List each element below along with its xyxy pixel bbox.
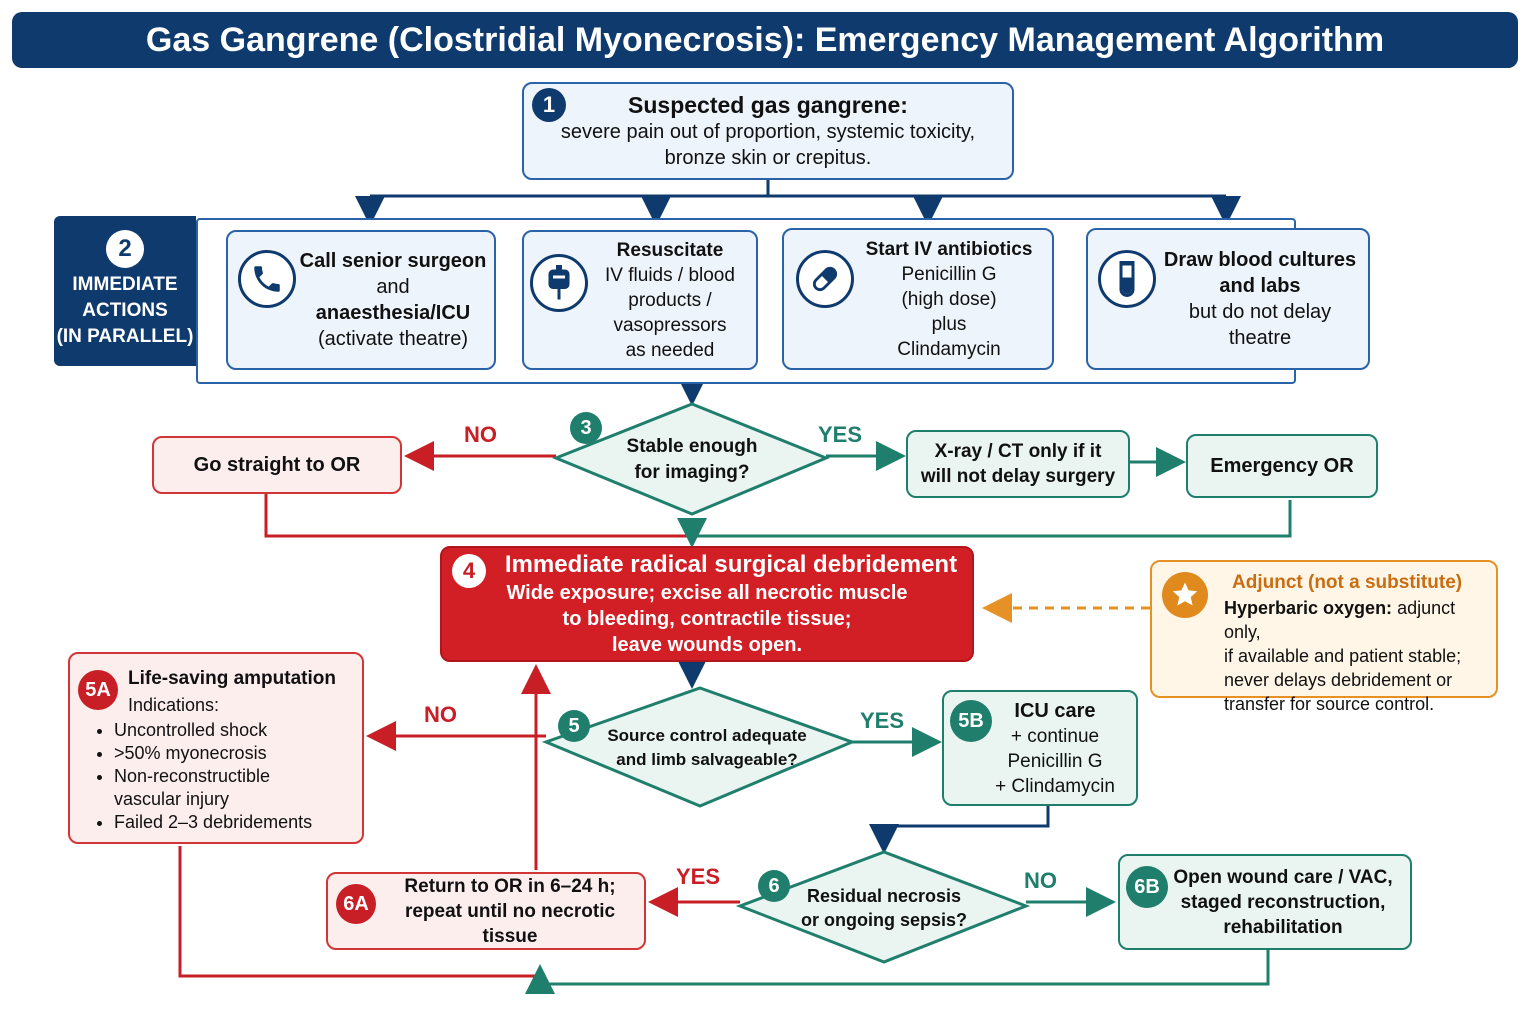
- step3-question: Stable enough for imaging?: [600, 434, 784, 486]
- wound-care-line1: Open wound care / VAC,: [1173, 866, 1393, 888]
- action1-line2: and: [376, 276, 410, 298]
- debridement-line2: to bleeding, contractile tissue;: [562, 608, 852, 630]
- step2-label-line3: (IN PARALLEL): [56, 326, 194, 347]
- step2-badge: 2: [106, 230, 144, 268]
- wound-care-line3: rehabilitation: [1223, 916, 1343, 938]
- imaging-box: X-ray / CT only if it will not delay sur…: [906, 430, 1130, 498]
- step6-no-label: NO: [1024, 868, 1057, 893]
- step5-question-line2: and limb salvageable?: [616, 750, 798, 769]
- step4-badge: 4: [452, 554, 486, 588]
- imaging-line2: will not delay surgery: [920, 466, 1116, 487]
- action3-line1: Start IV antibiotics: [865, 238, 1033, 260]
- debridement-line3: leave wounds open.: [611, 634, 803, 656]
- step3-no-label: NO: [464, 422, 497, 447]
- step5b-badge: 5B: [950, 700, 992, 742]
- action4-line4: theatre: [1228, 327, 1292, 349]
- action1-line3: anaesthesia/ICU: [315, 302, 471, 324]
- debridement-heading: Immediate radical surgical debridement: [504, 551, 958, 578]
- step2-label-line1: IMMEDIATE: [72, 274, 178, 295]
- step2-label-line2: ACTIONS: [82, 300, 168, 321]
- star-icon: [1162, 572, 1208, 618]
- step1-text-line2: bronze skin or crepitus.: [664, 147, 872, 169]
- action4-line2: and labs: [1219, 275, 1301, 297]
- amputation-indications-label: Indications:: [128, 695, 220, 715]
- icu-line4: + Clindamycin: [995, 775, 1115, 797]
- icu-care-box: ICU care + continue Penicillin G + Clind…: [942, 690, 1138, 806]
- action3-line4: plus: [931, 313, 967, 335]
- adjunct-bold-label: Hyperbaric oxygen:: [1224, 598, 1393, 618]
- decision-diamond-5: [541, 686, 857, 808]
- debridement-line1: Wide exposure; excise all necrotic muscl…: [506, 582, 908, 604]
- step3-badge: 3: [570, 412, 602, 444]
- page-title: Gas Gangrene (Clostridial Myonecrosis): …: [12, 12, 1518, 68]
- wound-care-box: Open wound care / VAC, staged reconstruc…: [1118, 854, 1412, 950]
- action2-line2: IV fluids / blood: [605, 264, 735, 286]
- decision-diamond-3: [551, 402, 830, 516]
- action4-line3: but do not delay: [1188, 301, 1332, 323]
- return-or-line2: repeat until no necrotic tissue: [404, 900, 616, 947]
- amputation-indication-3a: Non-reconstructible: [114, 766, 271, 786]
- amputation-indication-4: Failed 2–3 debridements: [114, 811, 354, 834]
- step1-heading: Suspected gas gangrene:: [628, 92, 908, 118]
- step1-badge: 1: [532, 88, 566, 122]
- step6-question-line1: Residual necrosis: [806, 886, 962, 906]
- step6-yes-label: YES: [676, 864, 721, 889]
- step5a-badge: 5A: [78, 670, 118, 710]
- action3-line2: Penicillin G: [901, 263, 997, 285]
- action3-line5: Clindamycin: [897, 338, 1001, 360]
- amputation-indication-2: >50% myonecrosis: [114, 742, 354, 765]
- amputation-heading: Life-saving amputation: [128, 668, 336, 689]
- icu-line3: Penicillin G: [1007, 750, 1103, 772]
- step6-question: Residual necrosis or ongoing sepsis?: [794, 884, 974, 932]
- immediate-actions-label: 2 IMMEDIATE ACTIONS (IN PARALLEL): [54, 216, 196, 366]
- adjunct-box: Adjunct (not a substitute) Hyperbaric ox…: [1150, 560, 1498, 714]
- amputation-indication-3b: vascular injury: [114, 789, 230, 809]
- capsule-icon: [796, 250, 854, 308]
- action2-line1: Resuscitate: [616, 239, 724, 261]
- action2-line5: as needed: [625, 339, 715, 361]
- adjunct-line3: never delays debridement or: [1224, 670, 1453, 690]
- imaging-line1: X-ray / CT only if it: [934, 441, 1102, 462]
- step1-box: Suspected gas gangrene: severe pain out …: [522, 82, 1014, 180]
- step6-badge: 6: [758, 870, 790, 902]
- action2-line4: vasopressors: [613, 314, 727, 336]
- step3-question-line2: for imaging?: [634, 462, 750, 483]
- test-tube-icon: [1098, 250, 1156, 308]
- debridement-box: Immediate radical surgical debridement W…: [440, 546, 974, 662]
- action2-line3: products /: [628, 289, 712, 311]
- action1-line1: Call senior surgeon: [299, 250, 487, 272]
- step3-question-line1: Stable enough: [626, 436, 758, 457]
- adjunct-line2: if available and patient stable;: [1224, 646, 1462, 666]
- phone-icon: [238, 250, 296, 308]
- adjunct-heading: Adjunct (not a substitute): [1232, 572, 1463, 593]
- amputation-indication-3: Non-reconstructible vascular injury: [114, 765, 354, 811]
- step1-text-line1: severe pain out of proportion, systemic …: [560, 121, 976, 143]
- step6b-badge: 6B: [1126, 866, 1168, 908]
- step3-yes-label: YES: [818, 422, 863, 447]
- icu-line1: ICU care: [1014, 699, 1096, 722]
- icu-line2: + continue: [1010, 725, 1100, 747]
- step5-question-line1: Source control adequate: [607, 726, 807, 745]
- step6-question-line2: or ongoing sepsis?: [800, 910, 967, 930]
- step5-no-label: NO: [424, 702, 457, 727]
- step6a-badge: 6A: [336, 884, 376, 924]
- adjunct-line4: transfer for source control.: [1224, 694, 1435, 714]
- iv-bag-icon: [530, 254, 588, 312]
- action1-line4: (activate theatre): [317, 328, 469, 350]
- return-or-line1: Return to OR in 6–24 h;: [404, 875, 616, 897]
- wound-care-line2: staged reconstruction,: [1180, 891, 1386, 913]
- action3-line3: (high dose): [901, 288, 997, 310]
- action4-line1: Draw blood cultures: [1163, 249, 1357, 271]
- step5-yes-label: YES: [860, 708, 905, 733]
- adjunct-line1: adjunct only,: [1224, 598, 1456, 642]
- go-straight-to-or-box: Go straight to OR: [152, 436, 402, 494]
- step5-badge: 5: [558, 710, 590, 742]
- return-to-or-box: Return to OR in 6–24 h; repeat until no …: [326, 872, 646, 950]
- emergency-or-box: Emergency OR: [1186, 434, 1378, 498]
- amputation-indication-1: Uncontrolled shock: [114, 719, 354, 742]
- step5-question: Source control adequate and limb salvage…: [596, 724, 818, 772]
